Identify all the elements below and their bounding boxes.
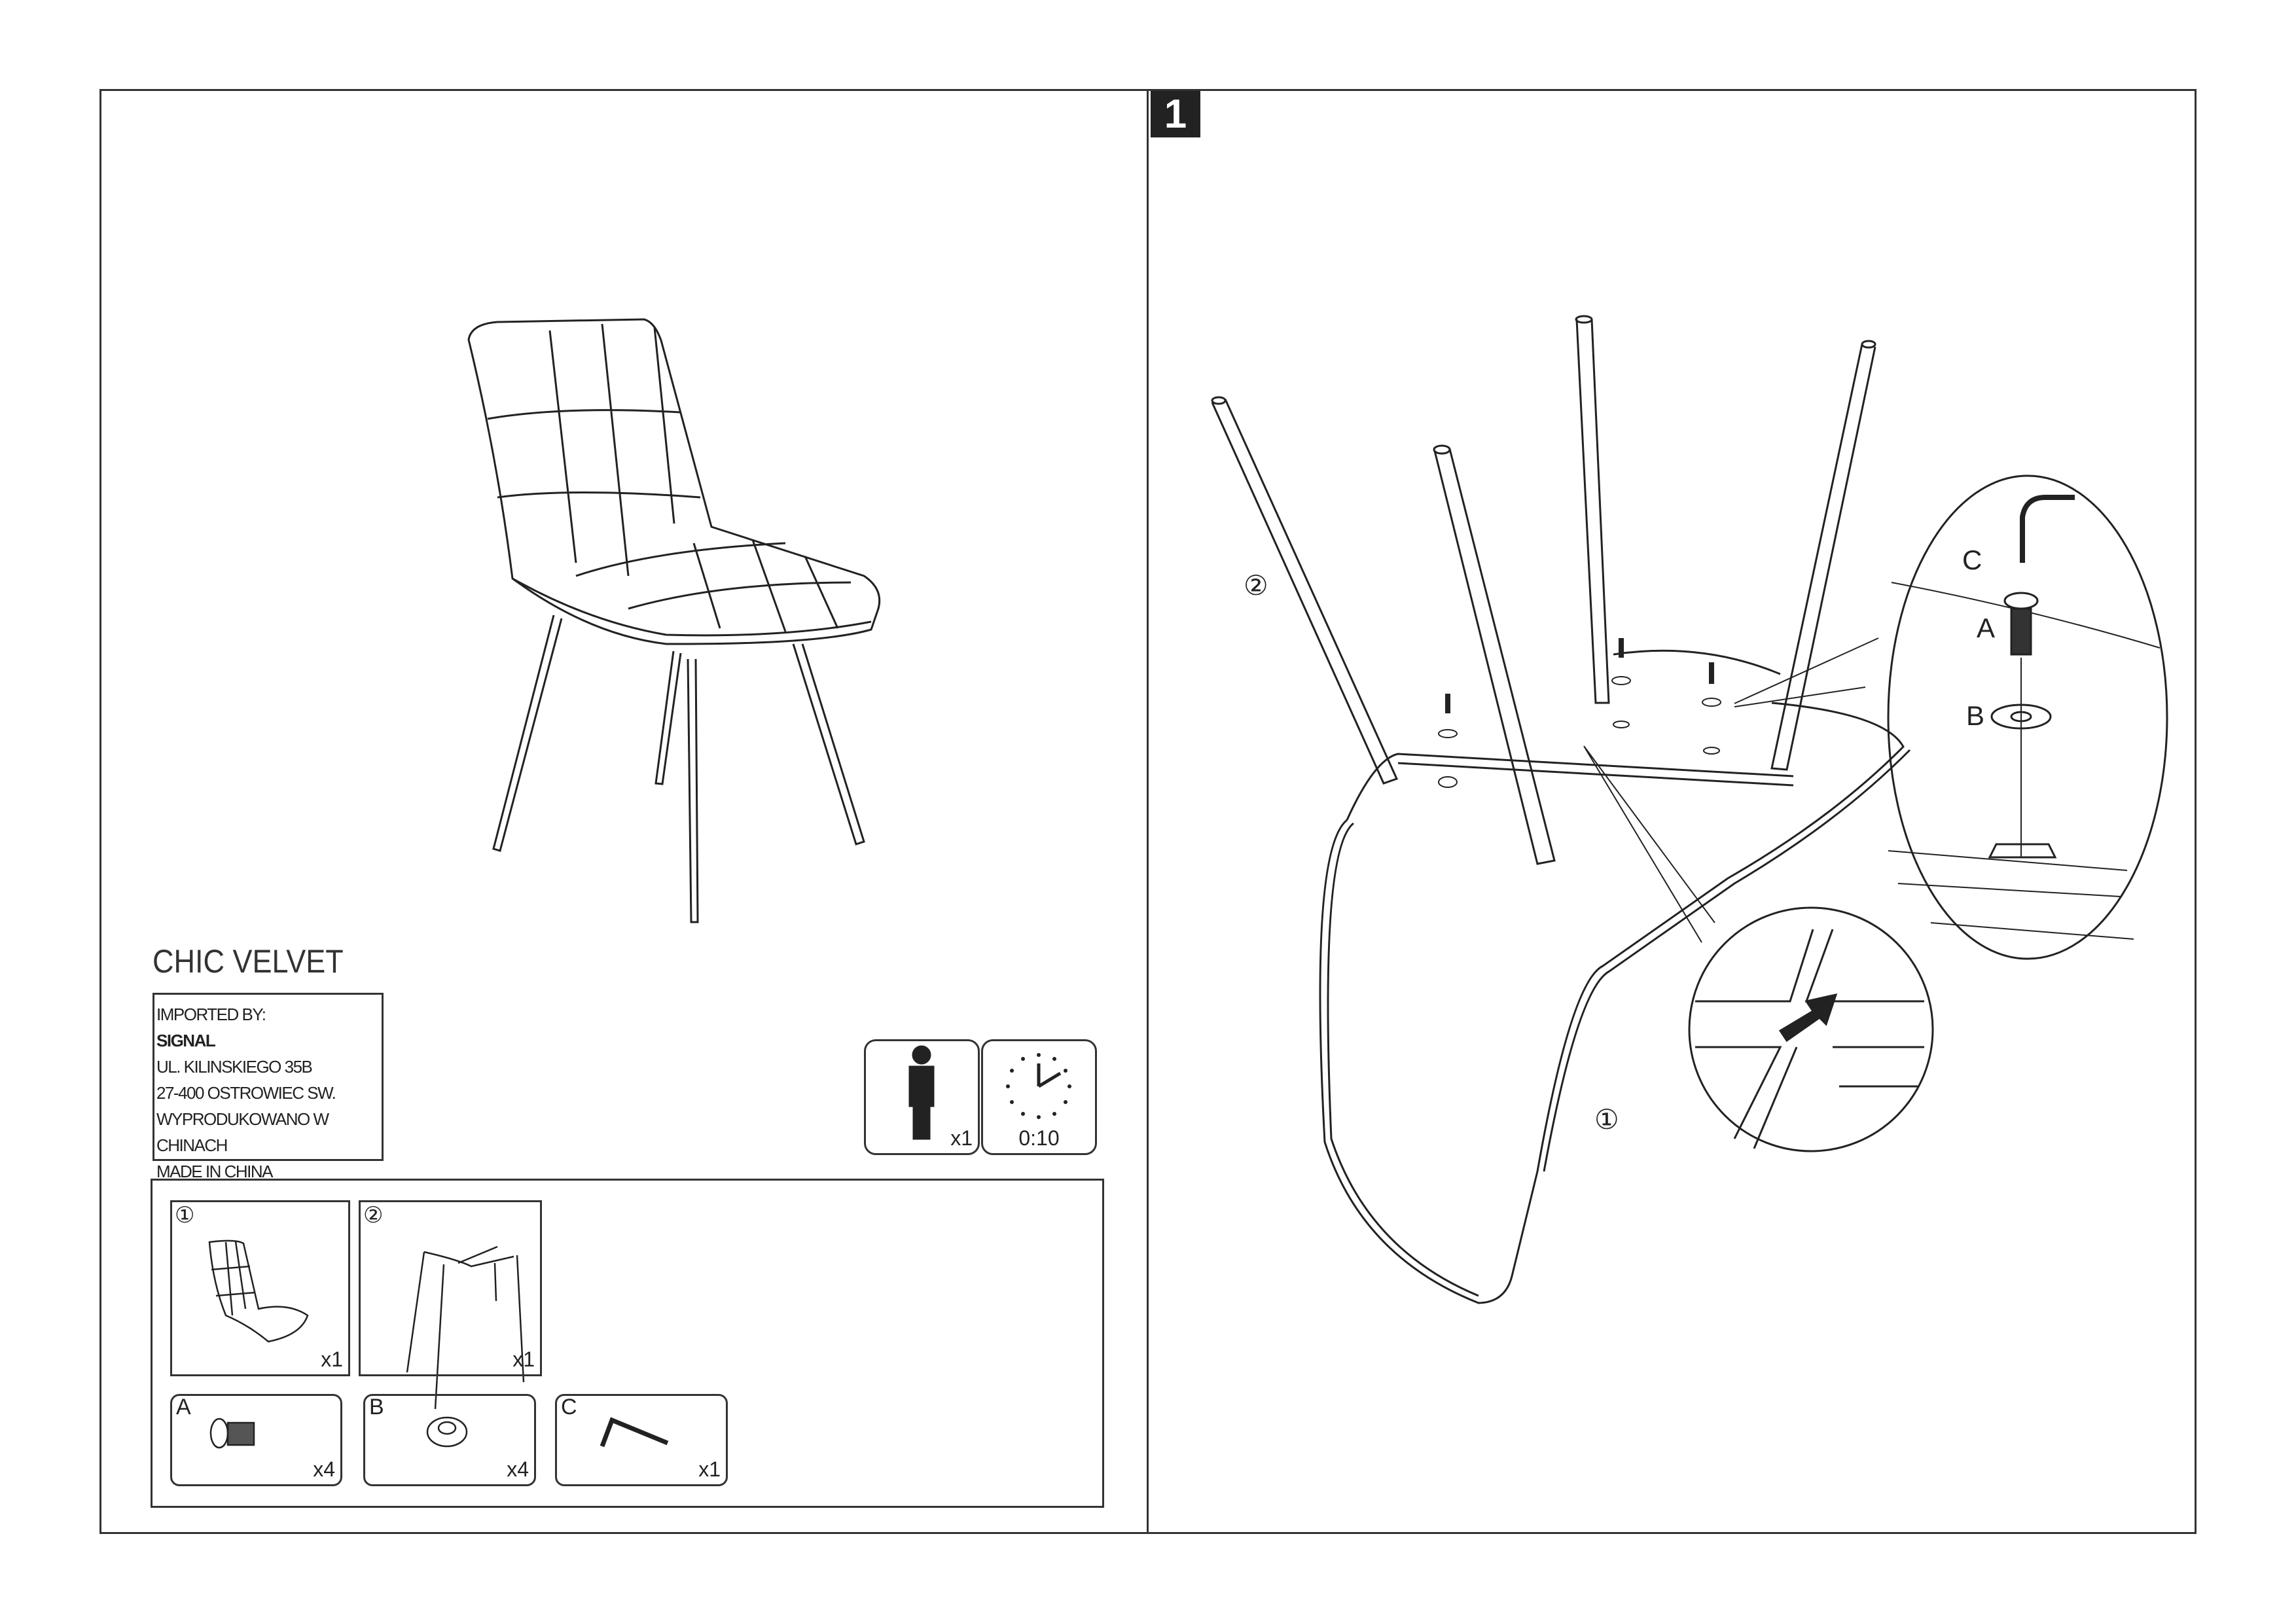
part-leg-frame: ② x1 xyxy=(359,1200,542,1376)
part-seat: ① x1 xyxy=(170,1200,350,1376)
callout-seat: ① xyxy=(1594,1104,1619,1135)
hardware-bolt: A x4 xyxy=(170,1394,342,1486)
detail-callout-bolt xyxy=(1887,474,2168,960)
persons-count: x1 xyxy=(950,1126,973,1150)
callout-key: C xyxy=(1962,544,1982,575)
callout-bolt: A xyxy=(1977,613,1996,643)
callout-legs: ② xyxy=(1244,570,1268,601)
hardware-allen-key: C x1 xyxy=(555,1394,728,1486)
chair-illustration xyxy=(467,318,881,923)
callout-washer: B xyxy=(1966,700,1985,731)
importer-line: WYPRODUKOWANO W CHINACH xyxy=(156,1109,329,1155)
parts-list-panel xyxy=(151,1179,1104,1508)
hardware-qty: x4 xyxy=(507,1457,529,1481)
part-number: ② xyxy=(363,1203,384,1228)
hardware-washer: B x4 xyxy=(363,1394,536,1486)
part-qty: x1 xyxy=(321,1347,343,1371)
importer-name: SIGNAL xyxy=(156,1031,216,1050)
page-divider xyxy=(1147,89,1149,1534)
assembly-time-box: 0:10 xyxy=(981,1039,1097,1155)
hardware-qty: x1 xyxy=(698,1457,721,1481)
importer-line: UL. KILINSKIEGO 35B xyxy=(156,1057,313,1077)
importer-line: IMPORTED BY: xyxy=(156,1005,266,1024)
detail-callout-joint xyxy=(1688,906,1934,1152)
hardware-id: A xyxy=(176,1395,191,1419)
importer-line: MADE IN CHINA xyxy=(156,1162,273,1181)
importer-line: 27-400 OSTROWIEC SW. xyxy=(156,1083,336,1103)
parts-illustrations xyxy=(208,1240,669,1449)
requirement-icons xyxy=(908,1045,1071,1140)
importer-info-box: IMPORTED BY: SIGNAL UL. KILINSKIEGO 35B … xyxy=(152,993,384,1181)
hardware-qty: x4 xyxy=(313,1457,335,1481)
hardware-id: C xyxy=(561,1395,577,1419)
persons-required-box: x1 xyxy=(864,1039,980,1155)
hardware-id: B xyxy=(369,1395,384,1419)
step-illustration xyxy=(1211,315,2168,1304)
assembly-time: 0:10 xyxy=(1018,1126,1060,1150)
product-title: CHIC VELVET xyxy=(152,943,344,980)
part-qty: x1 xyxy=(512,1347,535,1371)
part-number: ① xyxy=(175,1203,195,1228)
step-number-badge: 1 xyxy=(1151,91,1200,137)
